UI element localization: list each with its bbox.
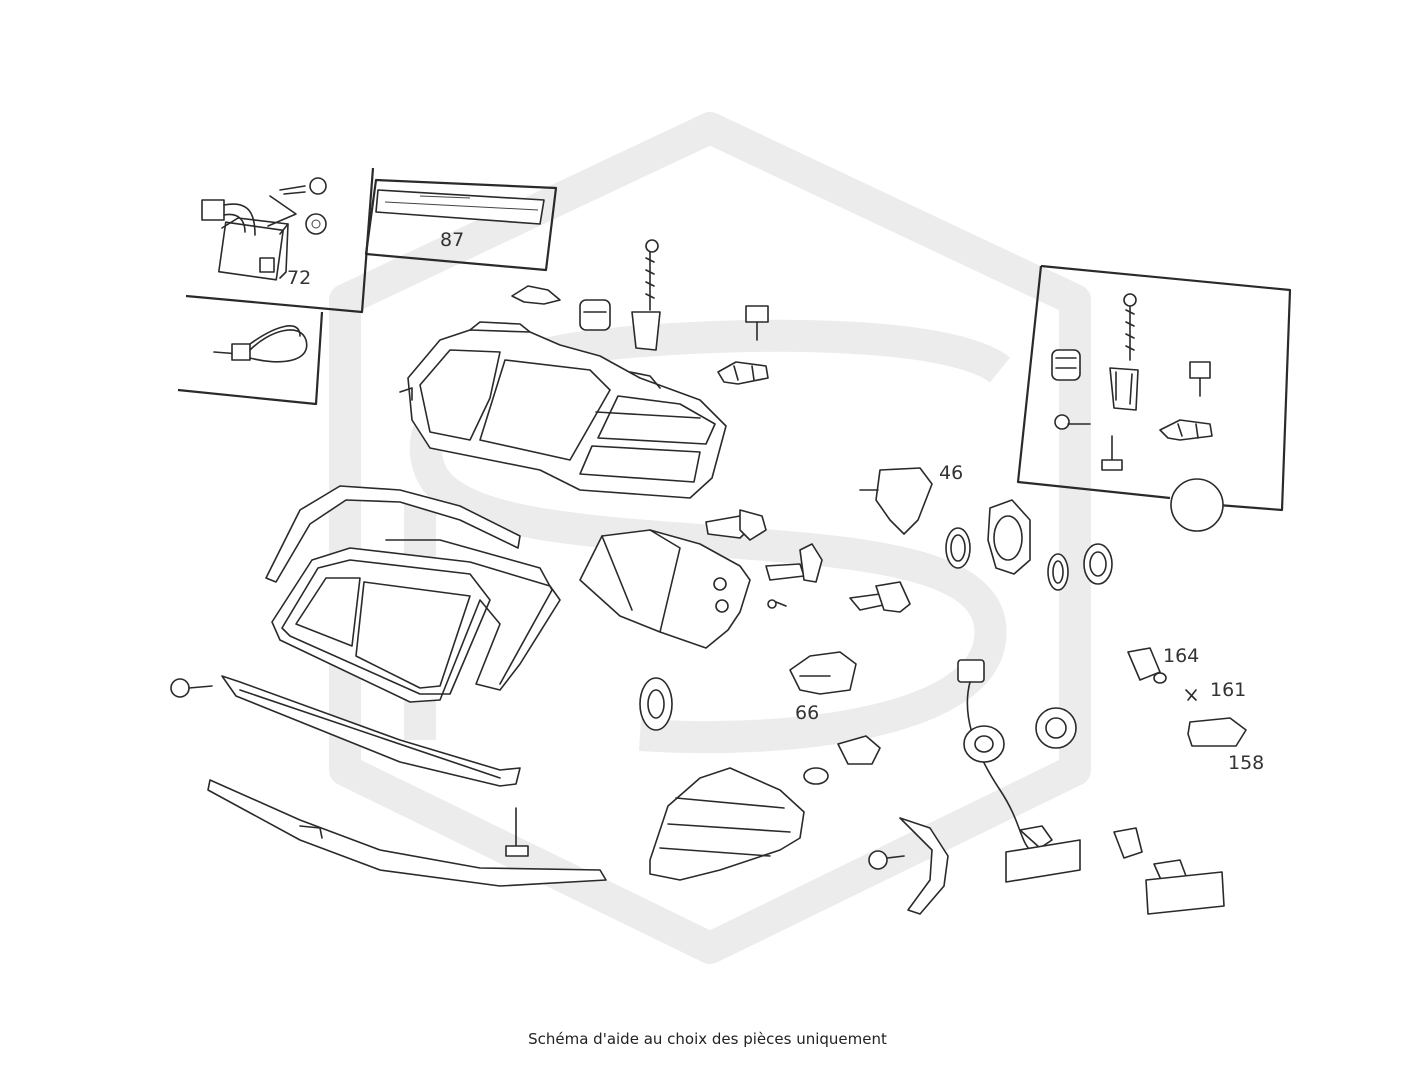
side-marker-parts: [1113, 647, 1247, 915]
rear-light: [649, 767, 805, 881]
indicator-lens: [579, 529, 751, 649]
label-part-161: 161: [1210, 679, 1247, 701]
inset-box-72: [185, 167, 375, 314]
label-part-72: 72: [287, 267, 312, 289]
label-part-87: 87: [440, 229, 465, 251]
label-part-66: 66: [795, 702, 820, 724]
label-part-158: 158: [1228, 752, 1265, 774]
headlight-housing: [399, 321, 727, 499]
wiring-harness: [957, 659, 1081, 883]
housing-clips: [511, 239, 769, 385]
frame-bezels: [265, 485, 561, 703]
rings: [945, 499, 1113, 591]
inset-box-cable-tie: [177, 311, 324, 406]
inset-box-87: [364, 178, 558, 272]
inset-box-right: [1016, 264, 1292, 532]
trim-strips: [170, 675, 949, 915]
label-part-46: 46: [939, 462, 964, 484]
diagram-caption: Schéma d'aide au choix des pièces unique…: [528, 1030, 887, 1048]
label-part-164: 164: [1163, 645, 1200, 667]
bulbs-and-sockets: [639, 467, 933, 785]
